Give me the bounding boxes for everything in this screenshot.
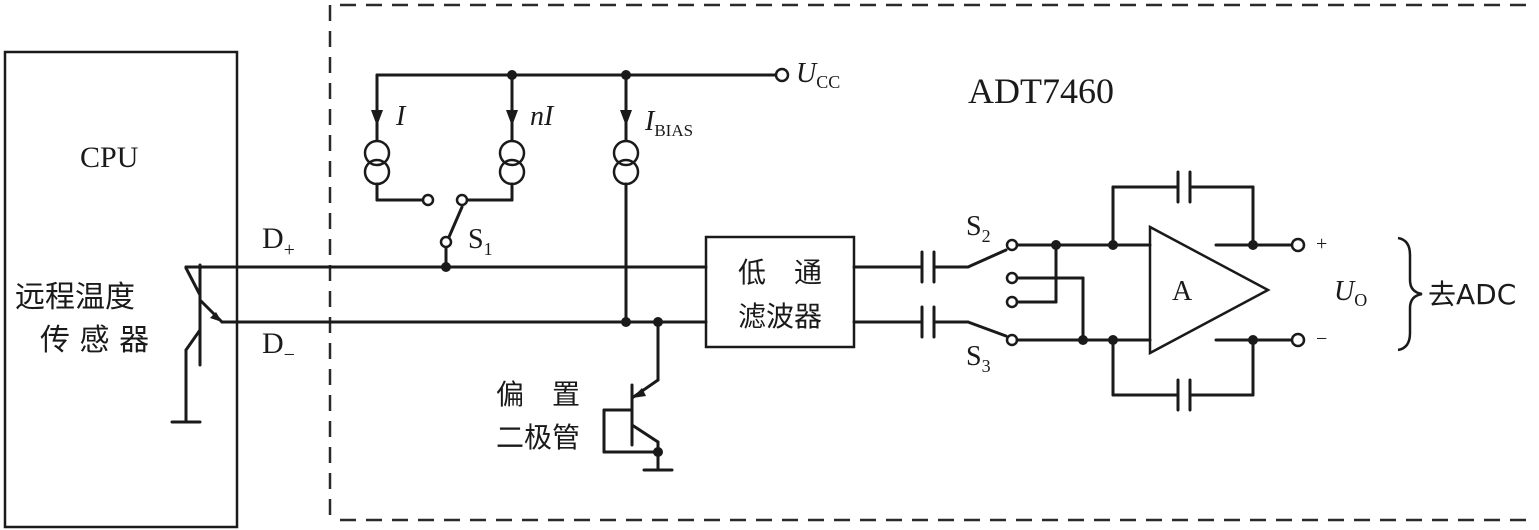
output-plus-terminal — [1290, 237, 1306, 253]
current-source-i — [363, 73, 435, 207]
current-source-ni — [455, 73, 526, 207]
bias-label-line1: 偏 置 — [496, 378, 580, 411]
cpu-label: CPU — [80, 141, 139, 174]
sensor-label-line1: 远程温度 — [15, 280, 135, 315]
bias-diode — [602, 317, 674, 472]
feedback-capacitors — [1111, 170, 1255, 412]
s3-label: S3 — [966, 341, 991, 376]
amp-label: A — [1172, 276, 1193, 307]
s1-label: S1 — [468, 224, 493, 259]
emitter-arrow — [210, 312, 222, 322]
coupling-capacitors — [852, 250, 970, 339]
src-i-label: I — [395, 101, 407, 132]
dminus-label: D− — [262, 327, 295, 366]
output-minus-terminal — [1290, 332, 1306, 348]
amp-input-wiring — [1015, 240, 1152, 345]
ucc-terminal — [774, 67, 790, 83]
output-minus-label: − — [1316, 328, 1327, 350]
s2-label: S2 — [966, 211, 991, 246]
output-plus-label: + — [1316, 233, 1327, 255]
bias-label-line2: 二极管 — [496, 421, 580, 454]
sensor-label-line2: 传 感 器 — [40, 323, 149, 358]
chip-boundary — [328, 3, 1530, 522]
amp-outputs — [1214, 237, 1306, 348]
remote-sensor-transistor — [170, 263, 239, 424]
output-brace — [1397, 236, 1423, 352]
adc-label: 去ADC — [1428, 278, 1516, 311]
cpu-block — [3, 50, 239, 529]
dplus-label: D+ — [262, 222, 295, 261]
src-ni-label: nI — [530, 101, 555, 132]
switch-s3 — [966, 295, 1019, 347]
amplifier — [1148, 224, 1271, 356]
switch-s2 — [966, 238, 1019, 285]
chip-label: ADT7460 — [968, 71, 1114, 111]
uo-label: UO — [1334, 276, 1367, 310]
filter-label-line1: 低 通 — [738, 256, 822, 289]
supply-rail — [375, 67, 790, 83]
ucc-label: UCC — [796, 58, 840, 92]
switch-s1 — [439, 205, 464, 272]
filter-label-line2: 滤波器 — [738, 300, 822, 333]
d-lines — [184, 265, 708, 324]
src-ibias-label: IBIAS — [644, 106, 693, 140]
low-pass-filter — [704, 235, 856, 349]
current-source-ibias — [612, 73, 640, 327]
